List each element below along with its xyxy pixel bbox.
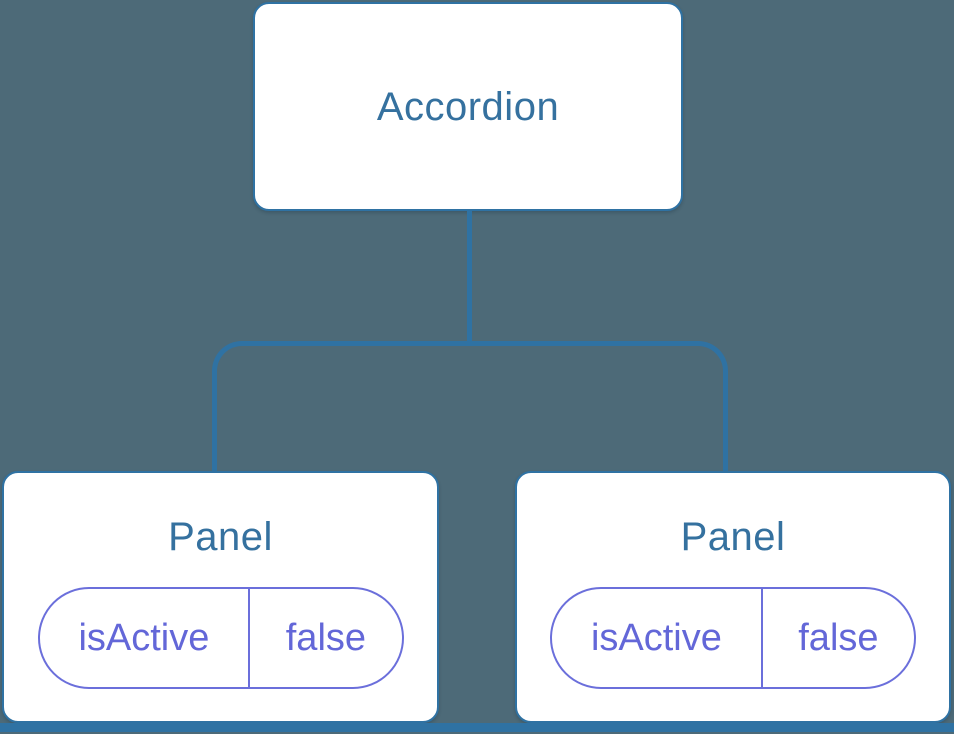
- state-pill: isActive false: [550, 587, 916, 689]
- state-value: false: [798, 616, 879, 659]
- state-value: false: [285, 616, 367, 659]
- state-pill: isActive false: [37, 587, 404, 689]
- tree-node-panel-right: Panel isActive false: [515, 471, 951, 723]
- tree-node-panel-left: Panel isActive false: [2, 471, 439, 723]
- node-label: Panel: [680, 515, 786, 559]
- node-label: Accordion: [376, 84, 560, 129]
- tree-node-accordion: Accordion: [253, 2, 683, 211]
- state-name: isActive: [40, 589, 251, 687]
- state-name: isActive: [552, 589, 763, 687]
- connector-stem: [467, 210, 472, 346]
- node-label: Panel: [168, 515, 273, 559]
- connector-branch: [212, 341, 728, 471]
- clipped-border-bottom: [0, 723, 954, 732]
